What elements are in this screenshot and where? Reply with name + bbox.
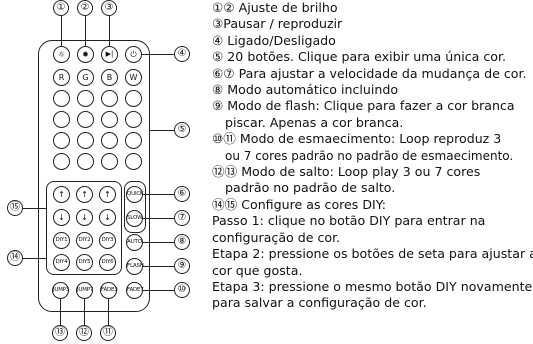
text-line: padrão no padrão de salto. — [225, 180, 396, 196]
arrow-down-icon: ↓ — [53, 209, 70, 226]
diy1-button: DIY1 — [53, 232, 70, 249]
callout-4: ④ — [174, 46, 190, 62]
color-button — [125, 153, 142, 170]
color-button — [125, 90, 142, 107]
callout-10: ⑩ — [174, 282, 190, 298]
text-line: Passo 1: clique no botão DIY para entrar… — [212, 213, 486, 229]
text-line: ou 7 cores padrão no padrão de esmaecime… — [225, 148, 514, 163]
callout-8: ⑧ — [174, 234, 190, 250]
color-button-w: W — [125, 69, 142, 86]
color-button — [53, 132, 70, 149]
fade3-button: FADE3 — [100, 282, 118, 299]
diy4-button: DIY4 — [53, 254, 70, 271]
speed-button-group — [124, 181, 146, 233]
brightness-down-icon: ☼ — [53, 46, 70, 63]
arrow-down-icon: ↓ — [76, 209, 93, 226]
color-button — [101, 132, 118, 149]
play-pause-icon: ▶| — [101, 46, 118, 63]
text-line: ⑧ Modo automático incluindo — [212, 82, 399, 98]
text-line: ④ Ligado/Desligado — [212, 32, 336, 48]
color-button — [53, 153, 70, 170]
callout-3: ③ — [101, 0, 117, 16]
jump3-button: JUMP3 — [52, 282, 69, 299]
callout-15: ⑮ — [7, 200, 23, 216]
diy-button-group — [46, 181, 122, 275]
color-button-g: G — [77, 69, 94, 86]
text-line: cor que gosta. — [212, 262, 303, 278]
diy2-button: DIY2 — [76, 232, 93, 249]
color-button — [53, 90, 70, 107]
jump7-button: JUMP7 — [76, 282, 93, 299]
color-button — [101, 111, 118, 128]
text-line: Etapa 2: pressione os botões de seta par… — [212, 246, 533, 262]
auto-button: AUTO — [126, 234, 143, 251]
text-line: para salvar a configuração de cor. — [212, 295, 427, 311]
arrow-down-icon: ↓ — [99, 209, 116, 226]
remote-control-illustration — [38, 40, 150, 312]
color-button — [77, 111, 94, 128]
color-button — [125, 132, 142, 149]
color-button — [101, 153, 118, 170]
callout-12: ⑫ — [76, 325, 92, 341]
brightness-up-icon: ✹ — [77, 46, 94, 63]
arrow-up-icon: ↑ — [53, 186, 70, 203]
color-button — [125, 111, 142, 128]
text-line: ⑥⑦ Para ajustar a velocidade da mudança … — [212, 65, 527, 81]
callout-13: ⑬ — [52, 325, 68, 341]
callout-9: ⑨ — [174, 258, 190, 274]
text-line: ⑫⑬ Modo de salto: Loop play 3 ou 7 cores — [212, 164, 481, 180]
text-line: piscar. Apenas a cor branca. — [225, 114, 404, 130]
color-button — [77, 90, 94, 107]
text-line: ③Pausar / reproduzir — [212, 16, 343, 32]
text-line: ①② Ajuste de brilho — [212, 0, 338, 15]
text-line: ⑤ 20 botões. Clique para exibir uma únic… — [212, 49, 506, 65]
color-button — [77, 132, 94, 149]
diy6-button: DIY6 — [99, 254, 116, 271]
flash-button: FLASH — [126, 258, 144, 275]
text-line: Etapa 3: pressione o mesmo botão DIY nov… — [212, 278, 533, 294]
fade7-button: FADE7 — [126, 282, 144, 299]
callout-2: ② — [77, 0, 93, 16]
callout-14: ⑭ — [7, 250, 23, 266]
callout-11: ⑪ — [100, 325, 116, 341]
color-button — [101, 90, 118, 107]
diy5-button: DIY5 — [76, 254, 93, 271]
callout-6: ⑥ — [174, 186, 190, 202]
text-line: configuração de cor. — [212, 229, 341, 245]
text-line: ⑭⑮ Configure as cores DIY: — [212, 196, 387, 212]
color-button — [77, 153, 94, 170]
color-button — [53, 111, 70, 128]
callout-1: ① — [53, 0, 69, 16]
color-button-b: B — [101, 69, 118, 86]
callout-5: ⑤ — [174, 122, 190, 138]
power-icon: ⏻ — [125, 46, 142, 63]
slow-button: SLOW — [126, 210, 143, 227]
arrow-up-icon: ↑ — [76, 186, 93, 203]
instructions-text: ①② Ajuste de brilho ③Pausar / reproduzir… — [212, 0, 533, 312]
color-button-r: R — [53, 69, 70, 86]
callout-7: ⑦ — [174, 210, 190, 226]
text-line: ⑩⑪ Modo de esmaecimento: Loop reproduz 3 — [212, 131, 502, 147]
arrow-up-icon: ↑ — [99, 186, 116, 203]
text-line: ⑨ Modo de flash: Clique para fazer a cor… — [212, 98, 515, 114]
quick-button: QUICK — [126, 186, 144, 203]
diy3-button: DIY3 — [99, 232, 116, 249]
